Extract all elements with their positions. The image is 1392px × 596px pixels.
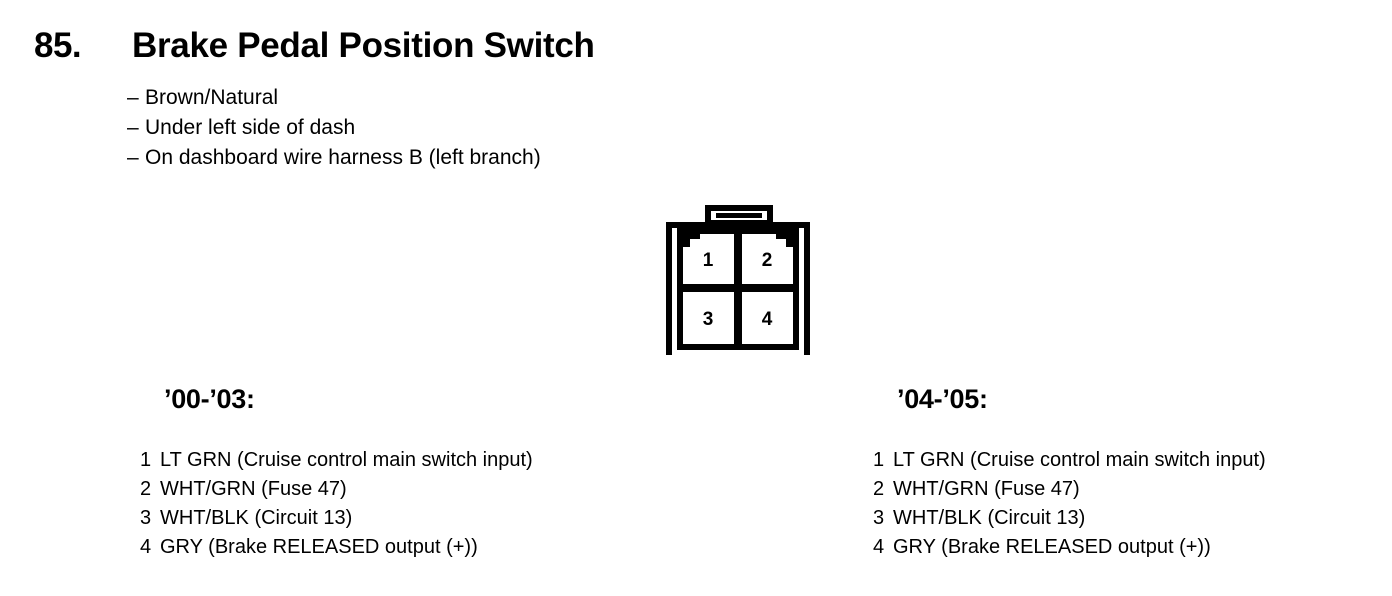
- list-item: – Brown/Natural: [127, 83, 827, 113]
- connector-diagram: 1 2 3 4: [664, 203, 812, 357]
- page-title: Brake Pedal Position Switch: [132, 26, 595, 65]
- connector-cavity-3: [683, 292, 734, 344]
- pin-table-00-03: ’00-’03: 1 LT GRN (Cruise control main s…: [140, 386, 533, 562]
- pin-description: GRY (Brake RELEASED output (+)): [893, 536, 1211, 558]
- pin-number: 1: [140, 449, 152, 471]
- pin-row: 1 LT GRN (Cruise control main switch inp…: [140, 446, 533, 475]
- connector-pin-label-4: 4: [762, 309, 773, 330]
- pin-table-04-05: ’04-’05: 1 LT GRN (Cruise control main s…: [873, 386, 1266, 562]
- dash-bullet-icon: –: [127, 86, 139, 109]
- pin-number: 4: [140, 536, 152, 558]
- detail-list: – Brown/Natural – Under left side of das…: [127, 83, 827, 173]
- connector-pin-label-3: 3: [703, 309, 714, 330]
- pin-description: WHT/GRN (Fuse 47): [160, 478, 347, 500]
- pin-table-heading: ’04-’05:: [897, 384, 988, 414]
- pin-number: 1: [873, 449, 885, 471]
- connector-cavity-2: [742, 234, 793, 284]
- pin-number: 4: [873, 536, 885, 558]
- dash-bullet-icon: –: [127, 146, 139, 169]
- pin-number: 3: [873, 507, 885, 529]
- pin-description: LT GRN (Cruise control main switch input…: [160, 449, 533, 471]
- pin-description: LT GRN (Cruise control main switch input…: [893, 449, 1266, 471]
- connector-cavity-4: [742, 292, 793, 344]
- pin-row: 3 WHT/BLK (Circuit 13): [873, 504, 1266, 533]
- pin-description: WHT/BLK (Circuit 13): [160, 507, 353, 529]
- pin-row: 3 WHT/BLK (Circuit 13): [140, 504, 533, 533]
- list-item-label: Brown/Natural: [145, 86, 279, 109]
- pin-list: 1 LT GRN (Cruise control main switch inp…: [873, 446, 1266, 562]
- pin-description: WHT/GRN (Fuse 47): [893, 478, 1080, 500]
- pin-table-heading: ’00-’03:: [164, 384, 255, 414]
- pin-number: 3: [140, 507, 152, 529]
- pin-row: 4 GRY (Brake RELEASED output (+)): [140, 533, 533, 562]
- pin-number: 2: [140, 478, 152, 500]
- pin-row: 4 GRY (Brake RELEASED output (+)): [873, 533, 1266, 562]
- pin-row: 1 LT GRN (Cruise control main switch inp…: [873, 446, 1266, 475]
- pin-description: GRY (Brake RELEASED output (+)): [160, 536, 478, 558]
- list-item-label: Under left side of dash: [145, 116, 356, 139]
- connector-pin-label-1: 1: [703, 250, 714, 271]
- connector-cavity-1: [683, 234, 734, 284]
- dash-bullet-icon: –: [127, 116, 139, 139]
- pin-row: 2 WHT/GRN (Fuse 47): [873, 475, 1266, 504]
- list-item: – Under left side of dash: [127, 113, 827, 143]
- pin-description: WHT/BLK (Circuit 13): [893, 507, 1086, 529]
- connector-pin-label-2: 2: [762, 250, 773, 271]
- list-item: – On dashboard wire harness B (left bran…: [127, 143, 827, 173]
- pin-number: 2: [873, 478, 885, 500]
- section-number: 85.: [34, 26, 82, 65]
- list-item-label: On dashboard wire harness B (left branch…: [145, 146, 541, 169]
- pin-row: 2 WHT/GRN (Fuse 47): [140, 475, 533, 504]
- connector-latch-tab: [705, 205, 773, 225]
- pin-list: 1 LT GRN (Cruise control main switch inp…: [140, 446, 533, 562]
